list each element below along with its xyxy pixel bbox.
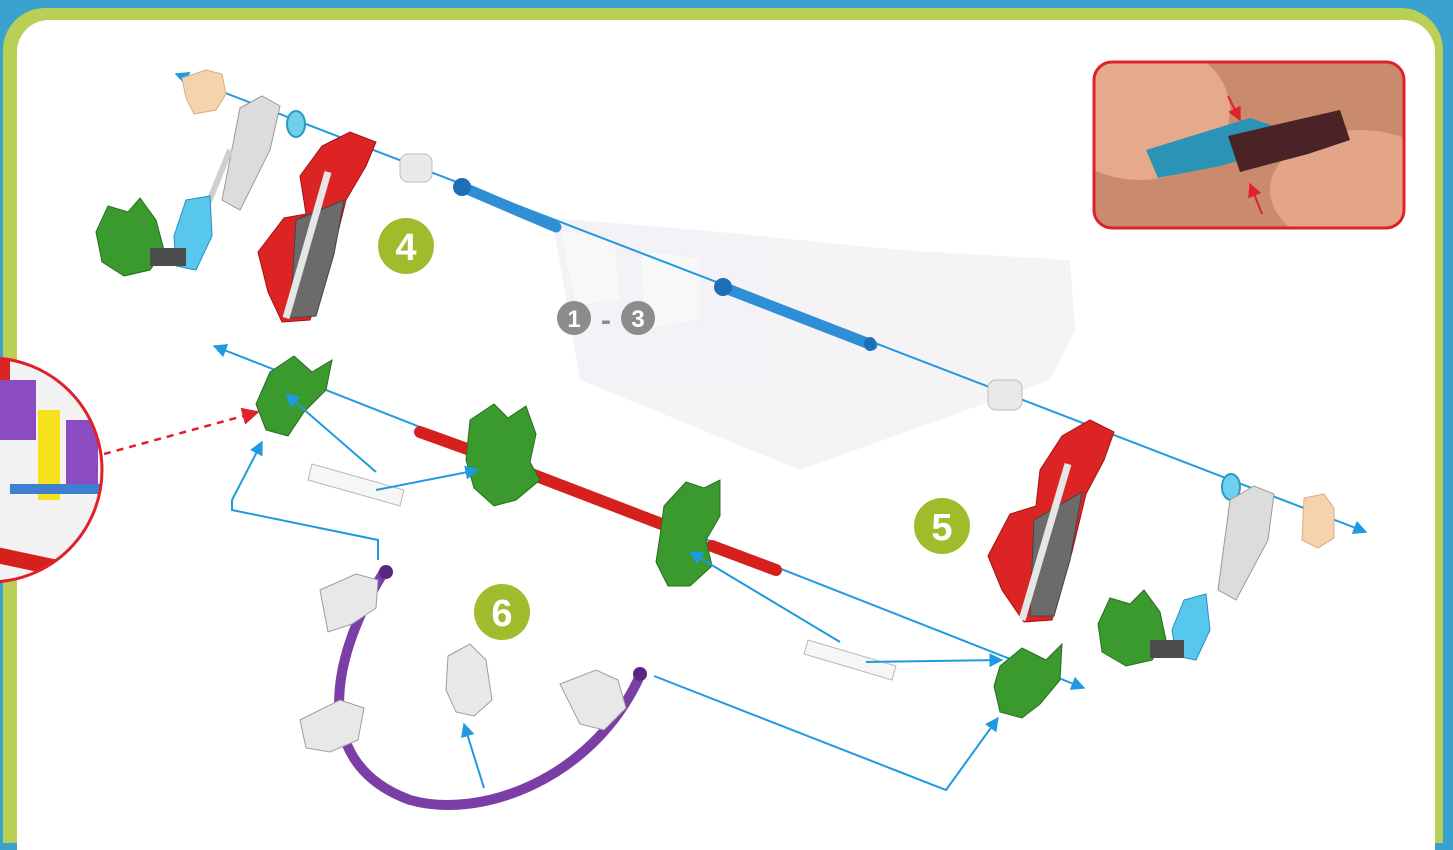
step-5-frame-assembly [988, 420, 1114, 718]
step-6-number: 6 [491, 593, 512, 635]
detail-inset-photo [1050, 40, 1450, 250]
white-spacer-right [988, 380, 1022, 410]
step-4-frame-assembly [256, 132, 376, 436]
step-4-badge: 4 [378, 218, 434, 274]
right-arm-assembly [1098, 486, 1274, 666]
white-clip-a [320, 574, 378, 632]
green-gear-right [656, 480, 720, 586]
white-connector-left [308, 464, 404, 506]
step-4-number: 4 [395, 227, 416, 269]
blue-rod-short [453, 178, 556, 227]
step-6-badge: 6 [474, 584, 530, 640]
range-end-number: 3 [631, 306, 644, 333]
range-separator: - [601, 304, 611, 337]
green-gear-left [466, 404, 540, 506]
range-start-number: 1 [567, 306, 580, 333]
peach-clip-right [1302, 494, 1334, 548]
blue-bushing-left [287, 111, 305, 137]
left-arm-assembly [96, 96, 280, 276]
peach-clip-left [182, 70, 226, 114]
step-5-number: 5 [931, 507, 952, 549]
faded-previous-assembly [552, 218, 1075, 470]
white-connector-right [804, 640, 896, 680]
white-clip-c [446, 644, 492, 716]
step-5-badge: 5 [914, 498, 970, 554]
white-clip-b [300, 700, 364, 752]
white-spacer-left [400, 154, 432, 182]
steps-range-badge: 1 - 3 [557, 301, 655, 337]
zoom-callout [0, 330, 258, 593]
